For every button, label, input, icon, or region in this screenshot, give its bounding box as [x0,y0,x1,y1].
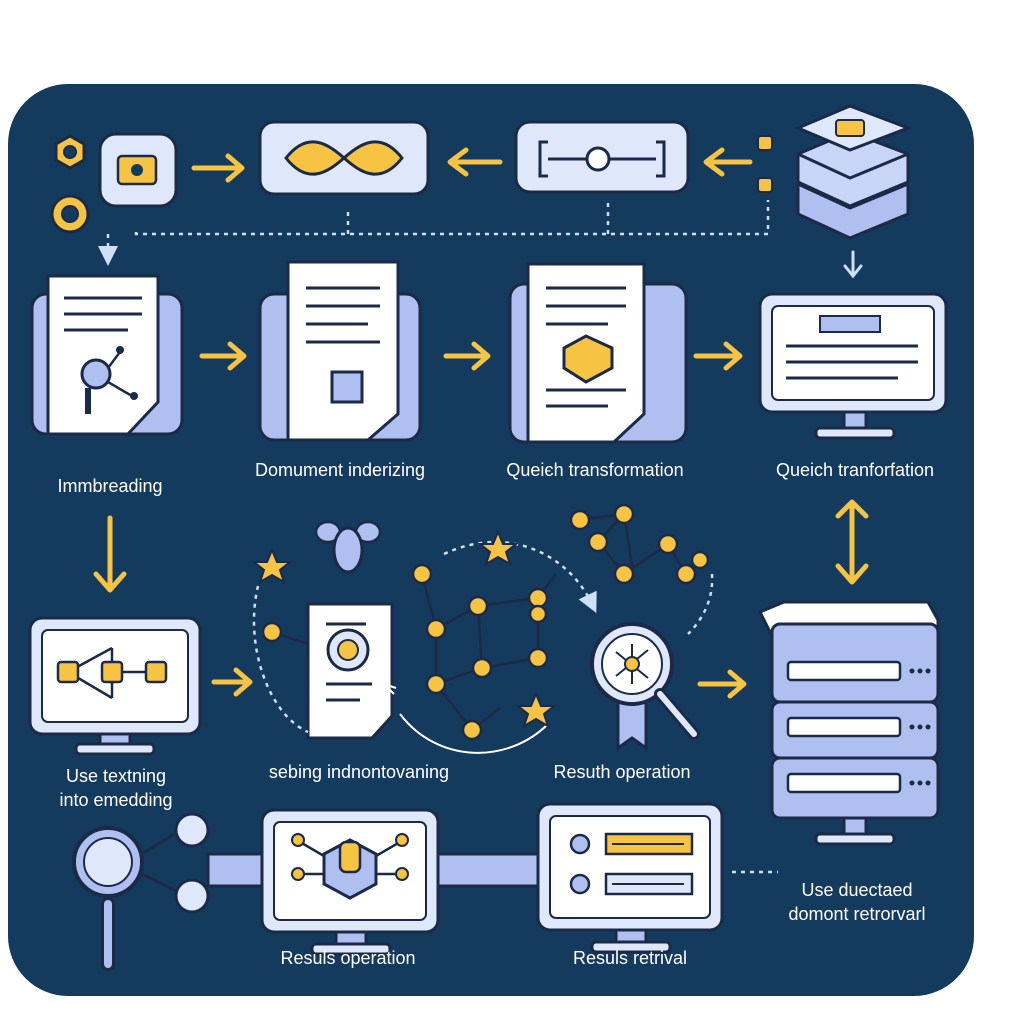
arrow-mid-1 [199,341,247,371]
label-use-document-line1: Use duectaed [801,880,913,900]
document-indexing-node [258,260,422,442]
star-icon-top [477,529,519,567]
arrow-top-1 [191,153,245,183]
diagram-panel: Immbreading Domument inderizing Queiєh t… [8,84,974,996]
arrow-low-2 [697,669,747,699]
label-use-text-line2: into emedding [59,790,173,810]
server-stack-icon [757,600,940,846]
arrow-down-to-monitor [843,250,863,279]
database-stack-icon [794,104,913,240]
embedding-document-node [30,274,184,436]
arrow-top-3 [703,147,753,177]
label-use-text-line1: Use textning [65,766,167,786]
arrow-top-2 [447,147,503,177]
label-semantic-search: sebing indnontovaning [268,762,450,782]
semantic-search-graph [252,540,597,754]
arrow-mid-3 [693,341,743,371]
label-imbreading: Immbreading [57,476,163,496]
bug-icon [314,520,382,574]
gear-icon-top [54,134,86,170]
star-icon-left [251,547,293,585]
query-transformation-node-1 [508,262,688,444]
diagram-canvas [28,104,948,971]
gear-icon-bottom [50,194,90,234]
magnifier-search-icon [590,622,700,751]
query-transformation-monitor-2 [758,292,948,440]
small-squares-icon [757,135,773,193]
label-result-operation-top: Resuth operation [553,762,691,782]
camera-node [98,132,178,208]
arrow-vertical-left [93,515,127,593]
label-document-indexing: Domument inderizing [254,460,426,480]
arrow-mid-2 [443,341,491,371]
arrow-vertical-right [835,499,869,585]
result-graph-icon [569,503,714,635]
results-operation-monitor [260,808,440,956]
connector-node [514,120,690,194]
text-embedding-monitor [28,616,202,756]
star-icon-bottom [515,691,557,729]
arrow-low-1 [211,667,253,697]
infinity-node [258,120,430,196]
label-use-document-line2: domont retrorvarl [788,904,926,924]
dotted-connector-top [98,200,770,266]
label-results-retrieval: Resuls retrival [572,948,688,968]
search-magnifier-icon [72,812,210,971]
label-query-transformation-1: Queiєh transformation [506,460,684,480]
label-results-operation-bottom: Resuls operation [280,948,416,968]
results-retrieval-monitor [536,802,724,954]
label-query-transformation-2: Queich tranforfation [775,460,935,480]
